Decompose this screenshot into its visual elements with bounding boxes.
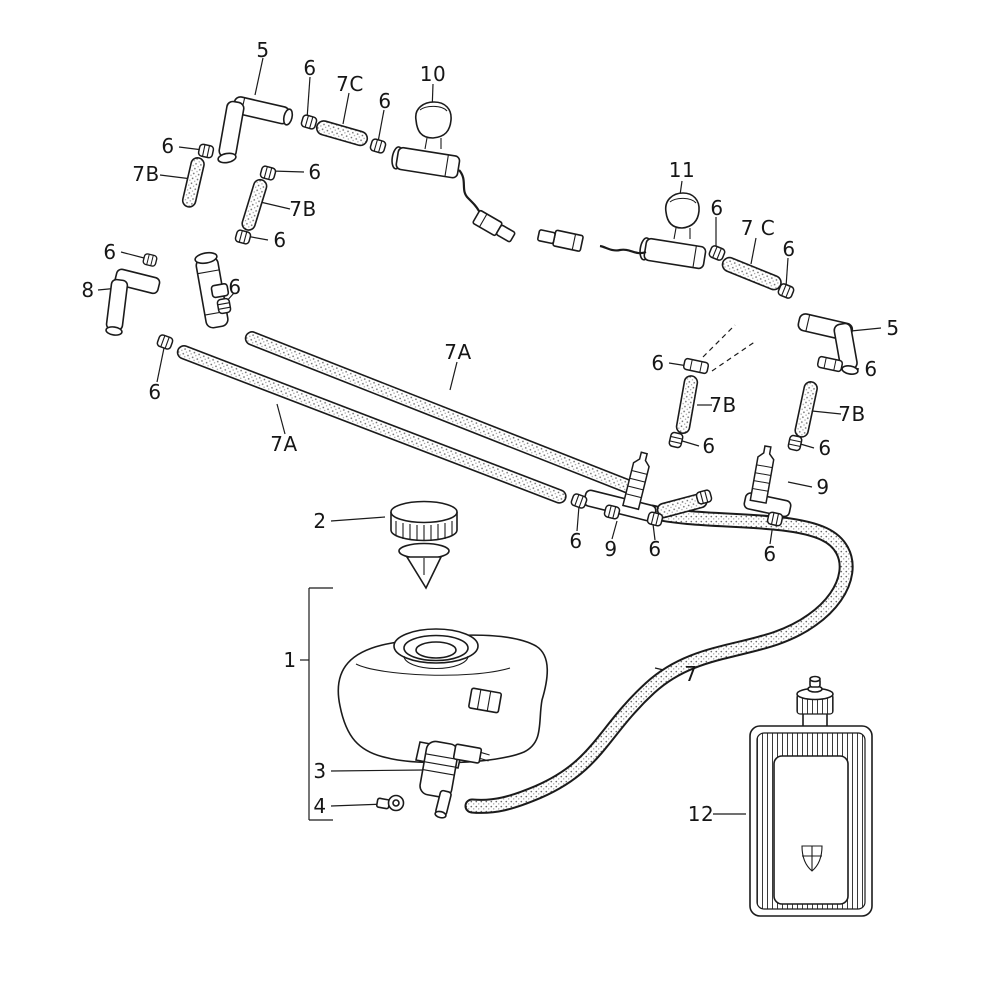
part-label: 1	[283, 648, 297, 672]
part-label: 6	[818, 436, 832, 460]
part-label: 7B	[289, 197, 317, 221]
part-label: 9	[604, 537, 618, 561]
part-label: 6	[651, 351, 665, 375]
check-valve-right	[743, 444, 792, 518]
part-label: 7C	[336, 72, 364, 96]
part-label: 6	[702, 434, 716, 458]
part-label: 6	[103, 240, 117, 264]
part-label: 6	[378, 89, 392, 113]
hose-clamp	[155, 333, 175, 351]
part-label: 6	[228, 275, 242, 299]
washer-nozzle-11	[537, 192, 707, 270]
hose-clamp	[258, 164, 278, 182]
hose-joiner	[682, 357, 710, 375]
hose-clamp	[786, 434, 804, 452]
filler-cap-2	[390, 500, 458, 590]
hose-clamp	[197, 142, 215, 160]
cap-fitting	[141, 252, 159, 268]
tee-connector	[194, 251, 230, 329]
part-label: 9	[816, 475, 830, 499]
part-label: 5	[256, 38, 270, 62]
part-label: 6	[864, 357, 878, 381]
hose-clamp	[299, 113, 319, 131]
check-valve-middle	[583, 450, 708, 522]
part-label: 7A	[444, 340, 472, 364]
fluid-bottle-12	[749, 675, 873, 917]
part-label: 11	[668, 158, 696, 182]
hose-clamp	[216, 297, 232, 315]
part-label: 6	[148, 380, 162, 404]
heated-washer-nozzle-10	[391, 101, 516, 243]
part-label: 7B	[132, 162, 160, 186]
part-label: 6	[308, 160, 322, 184]
part-label: 3	[313, 759, 327, 783]
part-label: 6	[273, 228, 287, 252]
hose-7b-right-1	[675, 375, 699, 435]
part-label: 4	[313, 794, 327, 818]
hose-7b-left-2	[241, 178, 268, 231]
hose-clamp	[646, 510, 664, 528]
hose-clamp	[368, 137, 388, 155]
part-label: 6	[161, 134, 175, 158]
part-label: 7	[684, 662, 698, 686]
part-label: 6	[303, 56, 317, 80]
part-label: 6	[648, 537, 662, 561]
part-label: 7B	[838, 402, 866, 426]
part-label: 6	[782, 237, 796, 261]
part-label: 12	[687, 802, 715, 826]
hose-7a-lower	[176, 345, 567, 504]
hose-clamp	[707, 244, 727, 262]
part-label: 6	[710, 196, 724, 220]
bracket-reservoir-assembly	[308, 587, 333, 821]
washer-nozzle-5-left	[217, 96, 294, 164]
hose-clamp	[694, 488, 714, 506]
hose-clamp	[603, 503, 621, 521]
hose-7b-left-1	[181, 157, 205, 208]
part-label: 5	[886, 316, 900, 340]
washer-pump-3	[419, 740, 490, 819]
part-label: 8	[81, 278, 95, 302]
hose-7b-right-2	[794, 381, 818, 438]
grommet-4	[375, 794, 405, 812]
nozzle-11-connector	[537, 229, 584, 252]
part-label: 2	[313, 509, 327, 533]
brand-crest-icon	[801, 845, 823, 872]
washer-nozzle-5-right	[797, 313, 859, 375]
part-label: 10	[419, 62, 447, 86]
part-label: 6	[763, 542, 777, 566]
part-label: 7B	[709, 393, 737, 417]
hose-clamp	[667, 431, 685, 449]
hose-7a-upper	[244, 331, 639, 495]
hose-7-curved	[464, 504, 854, 814]
part-label: 7A	[270, 432, 298, 456]
hose-clamp	[766, 510, 784, 528]
hose-7c-left	[315, 120, 369, 147]
part-label: 6	[569, 529, 583, 553]
hose-clamp	[233, 228, 253, 246]
elbow-fitting-8	[105, 268, 161, 336]
nozzle-10-connector	[472, 209, 516, 243]
part-label: 7 C	[740, 216, 776, 240]
